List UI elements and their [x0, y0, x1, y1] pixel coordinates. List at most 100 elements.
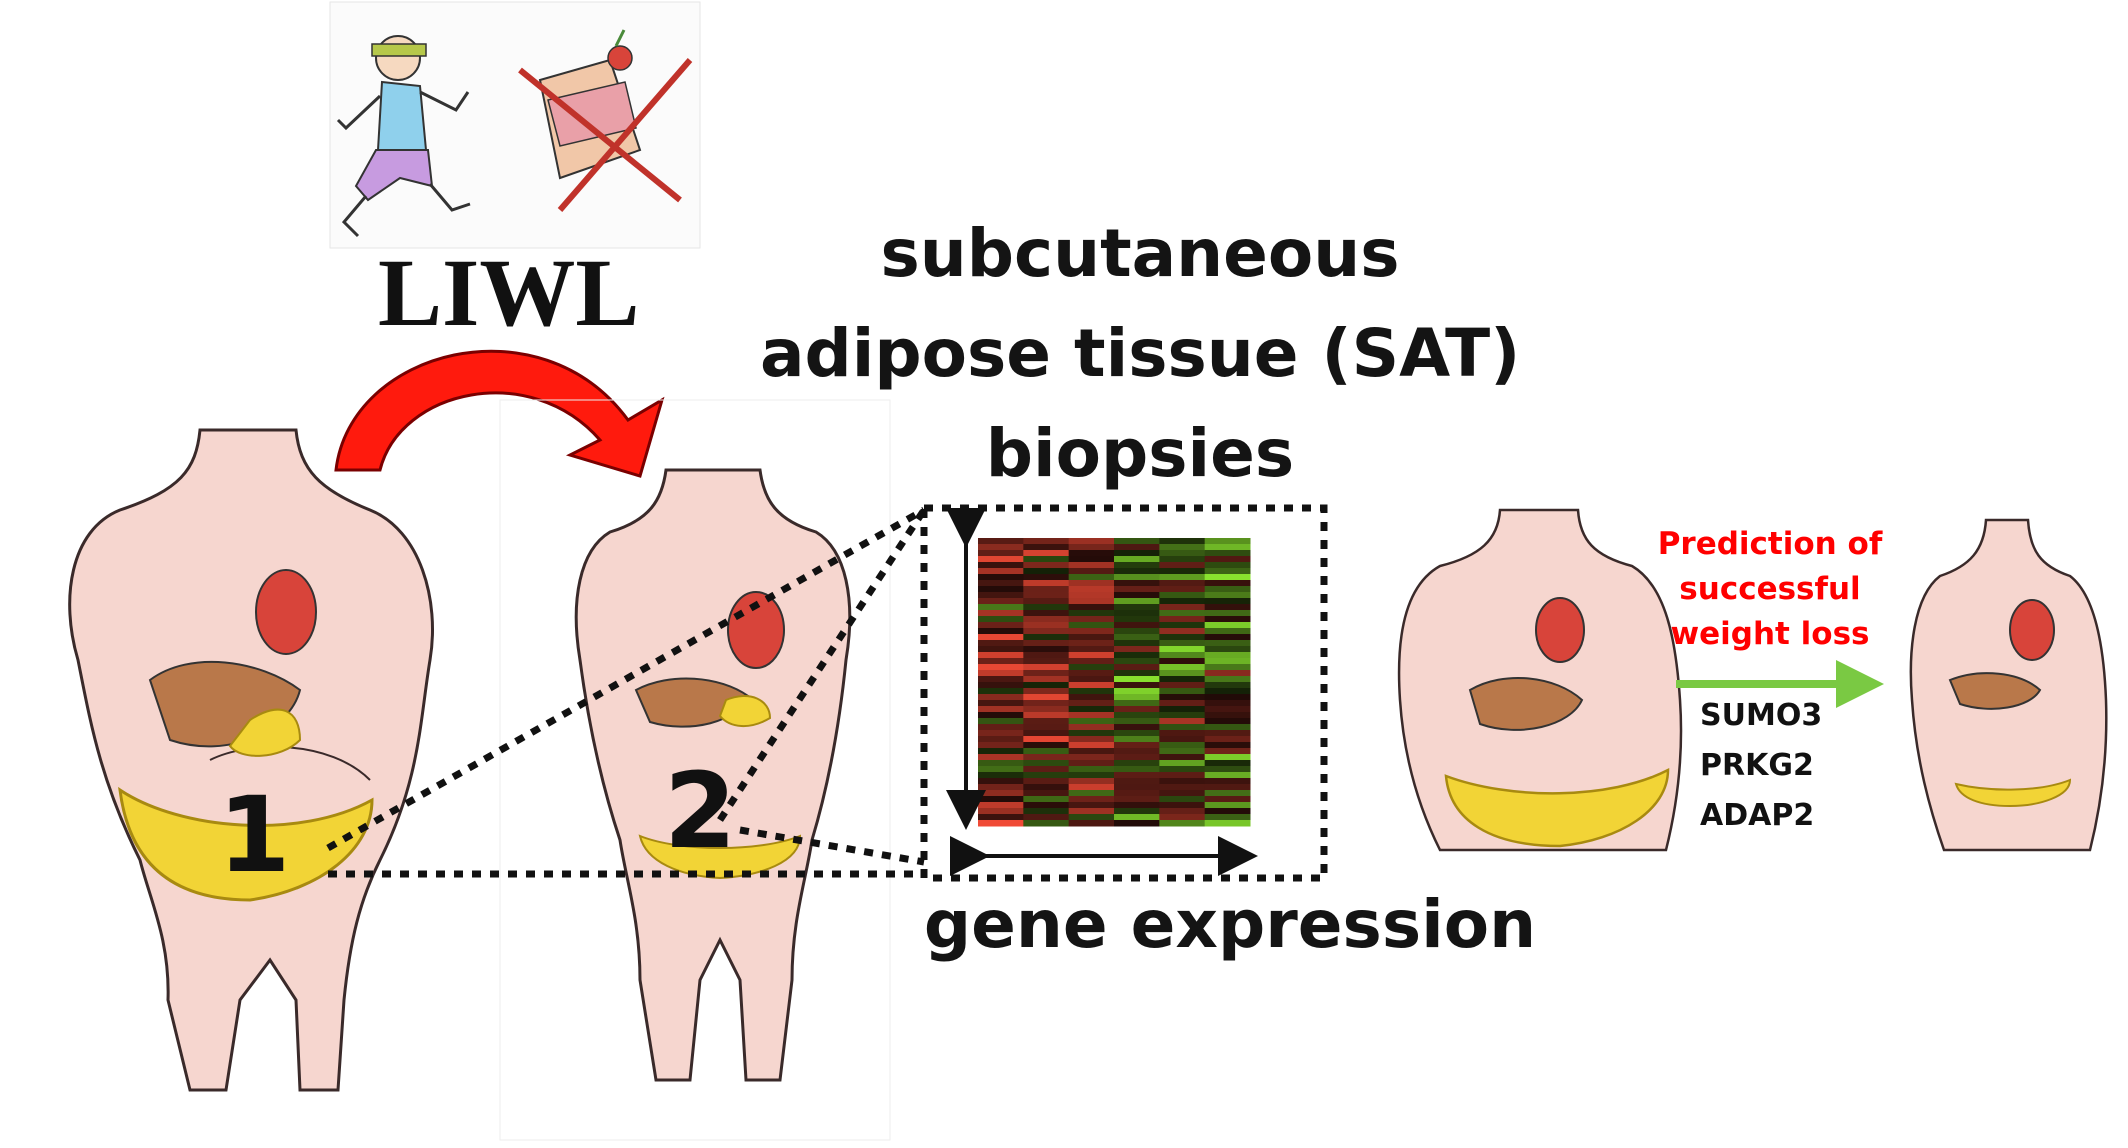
heatmap-cell — [1159, 772, 1206, 779]
heatmap-cell — [1114, 820, 1160, 827]
heatmap-cell — [1068, 766, 1115, 773]
gene-expression-label: gene expression — [923, 886, 1537, 963]
heatmap-cell — [1204, 694, 1251, 701]
heatmap-cell — [1114, 646, 1160, 653]
heatmap-cell — [1023, 682, 1070, 689]
heatmap-cell — [1023, 652, 1070, 659]
heatmap-cell — [1159, 730, 1206, 737]
heatmap-cell — [1023, 772, 1070, 779]
heatmap-cell — [1023, 706, 1070, 713]
heatmap-cell — [1204, 616, 1251, 623]
heatmap-cell — [1204, 742, 1251, 749]
heatmap-cell — [1023, 778, 1070, 785]
heatmap-cell — [1159, 550, 1206, 557]
tissue-label-line3: biopsies — [985, 415, 1295, 492]
heatmap-cell — [978, 772, 1024, 779]
heatmap-cell — [1204, 622, 1251, 629]
heatmap-cell — [1023, 670, 1070, 677]
heatmap-cell — [1159, 658, 1206, 665]
heatmap-cell — [1068, 814, 1115, 821]
heatmap-cell — [1204, 718, 1251, 725]
heatmap-cell — [1068, 604, 1115, 611]
heatmap-cell — [1068, 724, 1115, 731]
heatmap-cell — [1068, 688, 1115, 695]
heatmap-cell — [1023, 640, 1070, 647]
heatmap-cell — [1159, 760, 1206, 767]
intervention-label: LIWL — [378, 239, 640, 346]
heatmap-cell — [1023, 718, 1070, 725]
heatmap-cell — [1159, 568, 1206, 575]
heatmap-cell — [1114, 772, 1160, 779]
heatmap-cell — [1114, 574, 1160, 581]
heatmap-cell — [1114, 592, 1160, 599]
heatmap-cell — [1114, 652, 1160, 659]
heatmap-cell — [1204, 754, 1251, 761]
heatmap-cell — [1159, 544, 1206, 551]
subcutaneous-fat-icon — [1444, 767, 1670, 848]
heatmap-cell — [1204, 790, 1251, 797]
heatmap-cell — [1204, 676, 1251, 683]
intervention-arrow — [334, 349, 665, 478]
heatmap-cell — [1159, 574, 1206, 581]
heatmap-cell — [1204, 610, 1251, 617]
heatmap-cell — [1023, 586, 1070, 593]
heatmap-cell — [1068, 652, 1115, 659]
heatmap-cell — [1204, 736, 1251, 743]
heatmap-cell — [978, 538, 1024, 545]
heatmap-cell — [1023, 568, 1070, 575]
heatmap-cell — [1023, 796, 1070, 803]
heatmap-cell — [1114, 640, 1160, 647]
heatmap-cell — [1159, 718, 1206, 725]
heatmap-cell — [1204, 808, 1251, 815]
heatmap-cell — [1114, 730, 1160, 737]
heatmap-cell — [1068, 712, 1115, 719]
heatmap-cell — [1068, 820, 1115, 827]
heatmap-cell — [1023, 574, 1070, 581]
subcutaneous-fat-icon — [638, 834, 802, 880]
heatmap-cell — [1204, 802, 1251, 809]
heatmap-cell — [1114, 658, 1160, 665]
heatmap-cell — [978, 820, 1024, 827]
heatmap-cell — [1023, 736, 1070, 743]
heatmap-cell — [1068, 694, 1115, 701]
heatmap-cell — [1114, 742, 1160, 749]
heatmap-cell — [1068, 772, 1115, 779]
heatmap-cell — [1068, 622, 1115, 629]
heatmap-cell — [1204, 652, 1251, 659]
heatmap-cell — [1159, 778, 1206, 785]
heatmap-cell — [1204, 670, 1251, 677]
body-before — [68, 428, 434, 1092]
heatmap-cell — [1114, 688, 1160, 695]
heatmap-cell — [1114, 586, 1160, 593]
heatmap-cell — [1114, 550, 1160, 557]
body-predictor — [1397, 508, 1683, 852]
visceral-fat-icon — [718, 695, 772, 727]
heatmap-cell — [1159, 784, 1206, 791]
heatmap-cell — [1068, 574, 1115, 581]
heatmap-cell — [1068, 748, 1115, 755]
heatmap-cell — [1159, 592, 1206, 599]
heatmap-cell — [978, 628, 1024, 635]
heatmap-cell — [978, 562, 1024, 569]
heatmap-axes — [946, 508, 1258, 876]
heatmap-cell — [1159, 724, 1206, 731]
heatmap-cell — [978, 556, 1024, 563]
heatmap-cell — [978, 700, 1024, 707]
heatmap-cell — [978, 610, 1024, 617]
heatmap-cell — [1114, 580, 1160, 587]
heatmap-cell — [1023, 622, 1070, 629]
heatmap-cell — [1114, 622, 1160, 629]
liver-icon — [1468, 676, 1584, 731]
heatmap-cell — [1114, 700, 1160, 707]
heatmap-cell — [1068, 676, 1115, 683]
gene-label-prkg2: PRKG2 — [1700, 748, 1814, 783]
heatmap-cell — [1114, 808, 1160, 815]
heatmap-cell — [1114, 556, 1160, 563]
heatmap-cell — [1114, 712, 1160, 719]
heatmap-cell — [1023, 820, 1070, 827]
heatmap-cell — [1204, 592, 1251, 599]
heatmap-cell — [1159, 688, 1206, 695]
heatmap-cell — [1068, 538, 1115, 545]
heatmap-cell — [1068, 754, 1115, 761]
heatmap-cell — [1159, 586, 1206, 593]
